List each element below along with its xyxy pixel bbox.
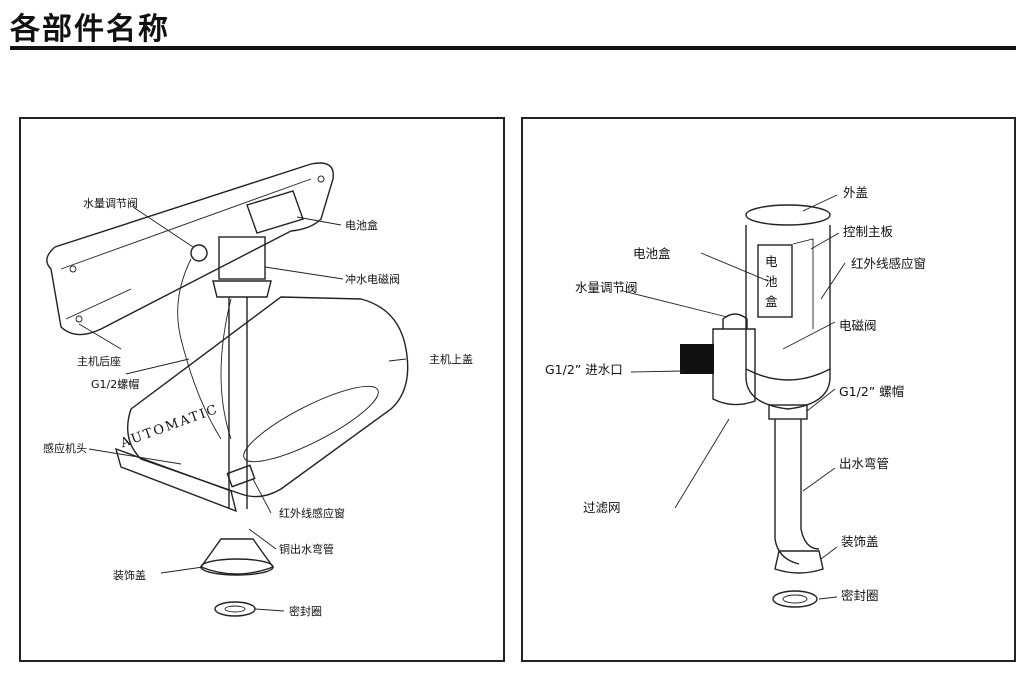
pipe-shape (228, 297, 248, 509)
adjust-valve-shape (722, 313, 748, 329)
label-filter: 过滤网 (583, 500, 621, 515)
adjust-valve-knob (190, 244, 208, 262)
label-control-board: 控制主板 (843, 224, 894, 239)
label-seal-ring: 密封圈 (289, 605, 322, 618)
valve-body-shape (712, 328, 756, 406)
left-diagram-panel: AUTOMATIC 水量调节阀 电池盒 冲水电磁阀 主机后座 主机上盖 G1/2… (19, 117, 505, 662)
label-water-adjust-valve: 水量调节阀 (575, 280, 638, 295)
label-nut: G1/2” 螺帽 (839, 384, 905, 399)
wire (177, 258, 222, 440)
label-deco-cover: 装饰盖 (113, 569, 146, 582)
inlet-nut-shape (680, 344, 714, 374)
label-flush-solenoid: 冲水电磁阀 (345, 273, 400, 286)
deco-cover-shape (199, 538, 275, 575)
label-seal-ring: 密封圈 (841, 588, 879, 603)
label-water-adjust-valve: 水量调节阀 (83, 197, 138, 210)
battery-text-1: 电 (765, 254, 778, 269)
label-battery-box: 电池盒 (633, 246, 671, 261)
label-outer-cover: 外盖 (843, 185, 869, 200)
label-copper-pipe: 铜出水弯管 (279, 543, 334, 556)
outlet-pipe-shape (774, 419, 820, 565)
battery-box-shape (246, 190, 304, 234)
right-diagram-panel: 电 池 盒 外盖 控制主板 电池盒 红外线感应窗 水量调节阀 电磁阀 G1/2”… (521, 117, 1016, 662)
label-ir-window: 红外线感应窗 (851, 256, 927, 271)
rear-base-plate (46, 162, 335, 336)
label-solenoid: 电磁阀 (839, 318, 877, 333)
nut-shape (768, 404, 808, 420)
seal-ring-inner (224, 605, 246, 613)
label-deco-cover: 装饰盖 (841, 534, 879, 549)
solenoid-shape (218, 236, 266, 280)
seal-ring-inner (782, 594, 808, 604)
deco-cover-shape (774, 550, 824, 574)
concealed-flusher-drawing (622, 194, 846, 608)
control-board-shape (792, 238, 814, 329)
leader-lines (622, 194, 846, 600)
top-cover-shape (114, 296, 409, 513)
label-ir-window: 红外线感应窗 (279, 507, 345, 520)
ir-window-shape (226, 464, 256, 488)
wire (220, 298, 232, 440)
label-rear-base: 主机后座 (77, 355, 121, 368)
title-underline (10, 46, 1016, 50)
outer-cover-shape (745, 204, 831, 226)
urinal-flusher-exploded-drawing (46, 162, 409, 617)
label-inlet: G1/2” 进水口 (545, 362, 623, 377)
seal-ring-shape (214, 601, 256, 617)
battery-box-shape (757, 244, 793, 318)
battery-text-2: 池 (765, 274, 778, 289)
page-title: 各部件名称 (10, 12, 170, 47)
label-outlet-pipe: 出水弯管 (839, 456, 890, 471)
leader-lines (78, 206, 407, 612)
label-top-cover: 主机上盖 (429, 353, 473, 366)
seal-ring-shape (772, 590, 818, 608)
label-nut: G1/2螺帽 (91, 378, 140, 391)
battery-text-3: 盒 (765, 294, 778, 309)
deco-cover-base (200, 558, 274, 576)
label-battery-box: 电池盒 (345, 219, 378, 232)
valve-body-shape (212, 280, 272, 298)
label-sensor-head: 感应机头 (43, 442, 87, 455)
